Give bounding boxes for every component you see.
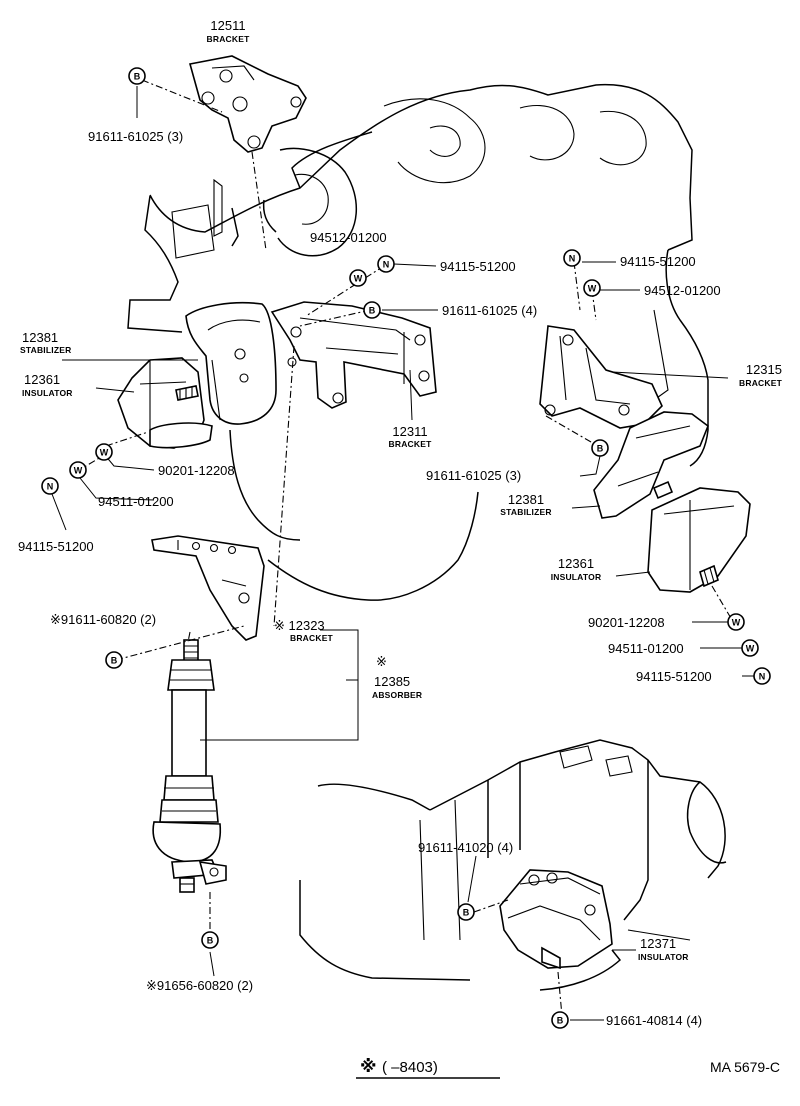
- right-engine-mount-insulator: [647, 487, 751, 593]
- fastener-f14: 94115-51200: [636, 669, 712, 684]
- footnote: ※ ( –8403): [356, 1057, 500, 1079]
- fastener-f11: ※91611-60820 (2): [50, 612, 156, 627]
- washer-mark-f2: W: [349, 269, 367, 287]
- label-12311-number: 12311: [392, 424, 427, 439]
- right-engine-mount-stabilizer: [593, 411, 709, 519]
- nut-mark-f14: N: [753, 667, 771, 685]
- washer-mark-f6: W: [69, 461, 87, 479]
- svg-text:W: W: [746, 644, 755, 654]
- label-12371-desc: INSULATOR: [638, 952, 689, 962]
- washer-mark-f9: W: [583, 279, 601, 297]
- bolt-mark-f4: B: [363, 301, 381, 319]
- label-12361-left-desc: INSULATOR: [22, 388, 73, 398]
- footnote-symbol: ※: [360, 1057, 377, 1076]
- fastener-f10: 91611-61025 (3): [426, 468, 521, 483]
- label-12315-number: 12315: [746, 362, 782, 377]
- fastener-f4: 91611-61025 (4): [442, 303, 537, 318]
- svg-text:N: N: [47, 482, 54, 492]
- leader-lines: [51, 86, 754, 1021]
- svg-text:W: W: [588, 284, 597, 294]
- fastener-f1: 91611-61025 (3): [88, 129, 183, 144]
- label-12511-desc: BRACKET: [207, 34, 251, 44]
- fastener-f9: 94512-01200: [644, 283, 721, 298]
- label-12371-number: 12371: [640, 936, 676, 951]
- label-12385-note: ※: [376, 654, 387, 669]
- drawing-code: MA 5679-C: [710, 1059, 780, 1075]
- bolt-mark-f15: B: [457, 903, 475, 921]
- label-12361-left-number: 12361: [24, 372, 60, 387]
- svg-text:B: B: [207, 936, 214, 946]
- svg-text:B: B: [111, 656, 118, 666]
- fastener-f8: 94115-51200: [620, 254, 696, 269]
- label-12315-desc: BRACKET: [739, 378, 783, 388]
- fastener-f16: ※91656-60820 (2): [146, 978, 253, 993]
- fastener-f3: 94115-51200: [440, 259, 516, 274]
- bolt-mark-f1: B: [128, 67, 146, 85]
- fastener-f15: 91611-41020 (4): [418, 840, 513, 855]
- washer-mark-f5: W: [95, 443, 113, 461]
- svg-text:N: N: [383, 260, 390, 270]
- label-12311-desc: BRACKET: [389, 439, 433, 449]
- fastener-f6: 94511-01200: [98, 494, 174, 509]
- label-12381-left-desc: STABILIZER: [20, 345, 71, 355]
- bolt-mark-f16: B: [201, 931, 219, 949]
- label-12381-left-number: 12381: [22, 330, 58, 345]
- fastener-f2: 94512-01200: [310, 230, 387, 245]
- bolt-mark-f10: B: [591, 439, 609, 457]
- bracket-12323: [151, 535, 265, 641]
- fastener-f13: 94511-01200: [608, 641, 684, 656]
- svg-text:B: B: [134, 72, 141, 82]
- bracket-12311: [270, 301, 437, 409]
- svg-text:W: W: [100, 448, 109, 458]
- label-12381-right-number: 12381: [508, 492, 544, 507]
- fastener-labels: 91611-61025 (3) 94512-01200 94115-51200 …: [18, 129, 721, 1028]
- label-12323-desc: BRACKET: [290, 633, 334, 643]
- nut-mark-f3: N: [377, 255, 395, 273]
- fastener-f7: 94115-51200: [18, 539, 94, 554]
- left-engine-mount-stabilizer: [185, 301, 277, 425]
- fastener-f17: 91661-40814 (4): [606, 1013, 702, 1028]
- absorber-12385: [152, 639, 227, 893]
- bolt-mark-f17: B: [551, 1011, 569, 1029]
- svg-text:B: B: [597, 444, 604, 454]
- label-12385-desc: ABSORBER: [372, 690, 422, 700]
- engine-outline: [127, 83, 709, 601]
- left-engine-mount-insulator: [117, 357, 213, 449]
- bracket-12511: [188, 55, 307, 153]
- bracket-12315: [539, 325, 663, 429]
- label-12361-right-number: 12361: [558, 556, 594, 571]
- label-12381-right-desc: STABILIZER: [500, 507, 551, 517]
- svg-text:W: W: [354, 274, 363, 284]
- footnote-range: ( –8403): [382, 1059, 438, 1076]
- fastener-f5: 90201-12208: [158, 463, 235, 478]
- nut-mark-f8: N: [563, 249, 581, 267]
- svg-text:W: W: [74, 466, 83, 476]
- label-12361-right-desc: INSULATOR: [551, 572, 602, 582]
- svg-text:B: B: [369, 306, 376, 316]
- fastener-f12: 90201-12208: [588, 615, 665, 630]
- insulator-12371: [499, 869, 613, 970]
- washer-mark-f13: W: [741, 639, 759, 657]
- svg-text:B: B: [557, 1016, 564, 1026]
- part-labels: 12511 BRACKET 12381 STABILIZER 12361 INS…: [20, 18, 783, 962]
- label-12511-number: 12511: [210, 18, 245, 33]
- label-12323-number: ※ 12323: [274, 618, 325, 633]
- fastener-marks: B W N B W W N N W B B W W N B B B: [41, 67, 771, 1029]
- svg-text:B: B: [463, 908, 470, 918]
- svg-text:N: N: [759, 672, 766, 682]
- bolt-mark-f11: B: [105, 651, 123, 669]
- nut-mark-f7: N: [41, 477, 59, 495]
- label-12385-number: 12385: [374, 674, 410, 689]
- svg-text:N: N: [569, 254, 576, 264]
- washer-mark-f12: W: [727, 613, 745, 631]
- svg-text:W: W: [732, 618, 741, 628]
